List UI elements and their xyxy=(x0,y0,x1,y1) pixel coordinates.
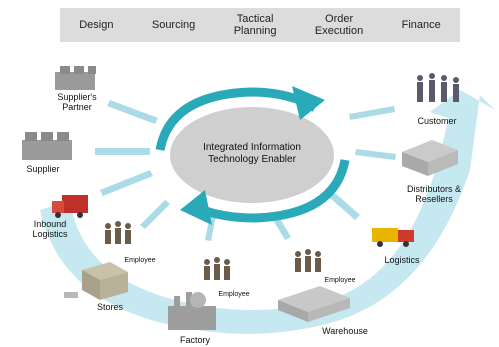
label-logistics: Logistics xyxy=(384,255,420,265)
inbound-truck-icon xyxy=(52,195,88,218)
spoke-from-supplier xyxy=(95,148,150,155)
hub-arrow-bottom xyxy=(187,159,350,223)
label-employee-factory: Employee xyxy=(218,291,250,298)
hub-ellipse xyxy=(170,107,334,203)
customers-icon xyxy=(417,73,459,102)
tab-design: Design xyxy=(79,19,114,31)
spoke-from-employee-factory xyxy=(205,215,216,241)
label-suppliers-partner: Supplier's Partner xyxy=(57,92,97,112)
label-stores: Stores xyxy=(96,302,123,312)
label-customer: Customer xyxy=(417,116,457,126)
tab-order-execution: Order Execution xyxy=(314,13,364,37)
suppliers-partner-building-icon xyxy=(55,66,96,90)
label-factory: Factory xyxy=(179,335,210,345)
spoke-arrows xyxy=(95,100,396,241)
flow-band xyxy=(40,90,495,334)
tab-tactical-planning: Tactical Planning xyxy=(233,13,277,37)
logistics-truck-icon xyxy=(372,228,414,247)
label-distributors-resellers: Distributors & Resellers xyxy=(406,184,461,204)
supplier-building-icon xyxy=(22,132,72,160)
label-supplier: Supplier xyxy=(26,164,60,174)
label-warehouse: Warehouse xyxy=(322,326,368,336)
hub-arrow-bottom-head xyxy=(180,190,212,225)
spoke-from-distributors xyxy=(355,149,396,160)
spoke-from-employee-stores xyxy=(140,200,170,229)
employees-factory-icon xyxy=(204,257,230,280)
hub-label: Integrated Information Technology Enable… xyxy=(203,142,301,165)
factory-building-icon xyxy=(168,292,216,330)
spoke-from-customer xyxy=(349,106,395,120)
stores-building-icon xyxy=(64,262,128,300)
employees-warehouse-icon xyxy=(295,249,321,272)
tab-sourcing: Sourcing xyxy=(151,19,196,31)
label-employee-stores: Employee xyxy=(124,257,156,264)
label-inbound-logistics: Inbound Logistics xyxy=(32,219,68,239)
tab-finance: Finance xyxy=(401,19,441,31)
spoke-from-partner xyxy=(107,100,158,124)
spoke-from-inbound xyxy=(100,170,153,196)
employees-stores-icon xyxy=(105,221,131,244)
warehouse-building-icon xyxy=(278,286,350,322)
label-employee-warehouse: Employee xyxy=(324,277,356,284)
distributors-building-icon xyxy=(402,140,458,176)
hub-arrow-top-head xyxy=(292,86,325,120)
spoke-from-logistics xyxy=(330,193,360,220)
process-header-bar: Design Sourcing Tactical Planning Order … xyxy=(60,8,460,42)
